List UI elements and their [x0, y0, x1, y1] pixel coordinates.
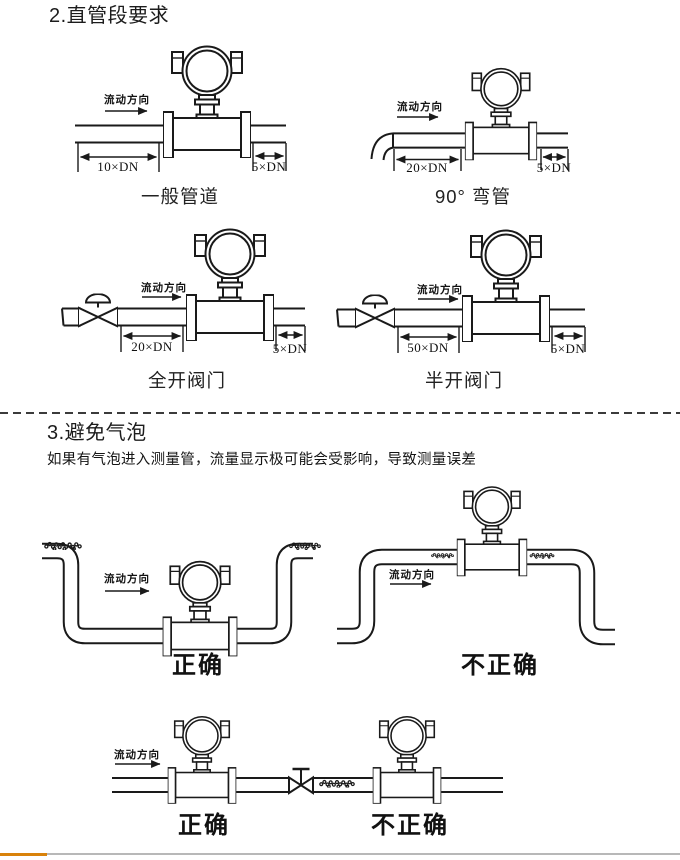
flowmeter-icon	[186, 228, 274, 341]
flowmeter-icon	[456, 486, 528, 577]
dimension-upstream	[77, 143, 160, 172]
valve-icon	[288, 767, 314, 795]
valve-icon	[355, 294, 395, 329]
section-divider	[0, 412, 680, 414]
diagram-caption: 正确	[172, 653, 224, 679]
upstream-dim-label: 20×DN	[406, 160, 448, 175]
diagram-caption: 半开阀门	[424, 370, 504, 391]
pipe	[336, 308, 585, 328]
downstream-dim-label: 5×DN	[272, 341, 308, 356]
pipe	[75, 124, 286, 144]
diagram-high-point-incorrect	[337, 486, 615, 646]
upstream-dim-label: 10×DN	[97, 159, 139, 174]
diagram-low-point-correct	[42, 541, 321, 657]
dimension-downstream	[275, 326, 306, 351]
downstream-dim-label: 5×DN	[251, 159, 287, 174]
flow-direction-label: 流动方向	[104, 94, 150, 106]
upstream-dim-label: 50×DN	[407, 340, 449, 355]
dimension-upstream	[120, 326, 184, 352]
diagram-caption: 不正确	[461, 653, 539, 679]
flow-direction-label: 流动方向	[389, 569, 435, 581]
footer-accent-bar	[0, 853, 47, 856]
section2-title: 2.直管段要求	[49, 5, 170, 27]
diagram-half-open-valve	[336, 229, 586, 353]
dimension-downstream	[540, 149, 569, 170]
diagram-caption: 全开阀门	[147, 370, 227, 391]
flow-direction-label: 流动方向	[397, 101, 443, 113]
flowmeter-icon	[464, 67, 538, 161]
diagram-valve-bubbles	[112, 715, 503, 804]
downstream-dim-label: 5×DN	[536, 160, 572, 175]
flow-direction-label: 流动方向	[141, 282, 187, 294]
flowmeter-icon	[372, 715, 442, 804]
flowmeter-icon	[163, 45, 251, 158]
flowmeter-icon	[462, 229, 550, 342]
pipe	[370, 132, 568, 161]
diagram-general-pipeline	[75, 45, 287, 172]
section3-note: 如果有气泡进入测量管，流量显示极可能会受影响，导致测量误差	[47, 452, 477, 468]
diagram-caption: 90° 弯管	[434, 186, 512, 207]
pipe	[112, 777, 503, 793]
diagram-caption: 一般管道	[140, 186, 220, 207]
flowmeter-icon	[167, 715, 237, 804]
dimension-upstream	[397, 327, 460, 353]
valve-icon	[78, 293, 118, 328]
pipe	[337, 548, 615, 646]
section3-title: 3.避免气泡	[47, 422, 147, 444]
diagram-caption: 不正确	[371, 813, 449, 839]
dimension-downstream	[252, 143, 287, 171]
pipe	[61, 307, 305, 327]
diagram-open-valve	[61, 228, 306, 352]
footer-line	[47, 853, 680, 855]
flowmeter-icon	[162, 560, 238, 657]
flow-direction-label: 流动方向	[417, 284, 463, 296]
pipe	[42, 542, 313, 645]
flow-direction-label: 流动方向	[114, 749, 160, 761]
upstream-dim-label: 20×DN	[131, 339, 173, 354]
bubbles-icon	[319, 779, 355, 788]
flow-direction-label: 流动方向	[104, 573, 150, 585]
dimension-upstream	[393, 149, 462, 171]
diagram-90-elbow	[370, 67, 569, 171]
diagram-caption: 正确	[178, 813, 230, 839]
dimension-downstream	[551, 327, 586, 352]
downstream-dim-label: 5×DN	[550, 341, 586, 356]
